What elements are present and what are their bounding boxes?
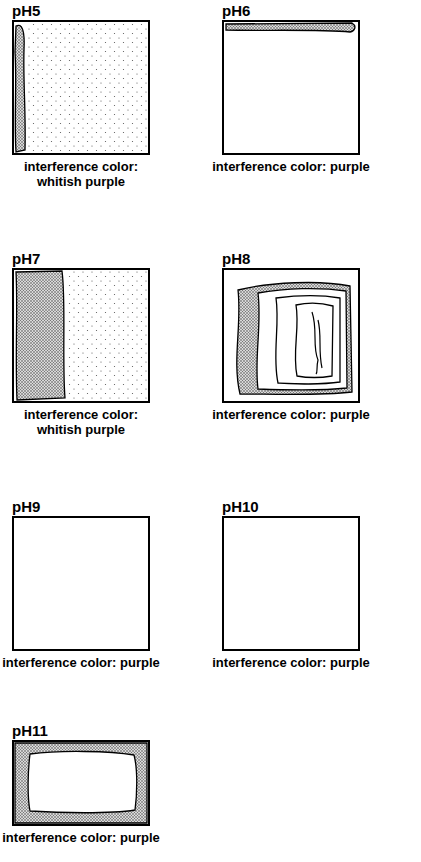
ph-label: pH6 [222, 2, 360, 20]
interference-caption: interference color: purple [1, 655, 161, 670]
ph-label: pH9 [12, 498, 150, 516]
panel-square [12, 268, 150, 403]
ph6-pattern [226, 23, 355, 32]
interference-caption: interference color: whitish purple [1, 407, 161, 437]
ph-label: pH10 [222, 498, 360, 516]
ph-panel: pH6interference color: purple [222, 2, 360, 174]
ph-panel: pH11interference color: purple [12, 722, 150, 845]
ph-panel: pH7interference color: whitish purple [12, 250, 150, 437]
ph-label: pH11 [12, 722, 150, 740]
interference-caption: interference color: whitish purple [1, 159, 161, 189]
interference-caption: interference color: purple [211, 655, 371, 670]
panel-square [12, 740, 150, 826]
ph-panel: pH5interference color: whitish purple [12, 2, 150, 189]
panel-square [12, 20, 150, 155]
panel-square [12, 516, 150, 651]
panel-square [222, 516, 360, 651]
ph-panel: pH10interference color: purple [222, 498, 360, 670]
ph8-pattern [237, 283, 352, 395]
ph-panel: pH8interference color: purple [222, 250, 360, 422]
ph-label: pH5 [12, 2, 150, 20]
panel-square [222, 268, 360, 403]
panel-square [222, 20, 360, 155]
ph-label: pH7 [12, 250, 150, 268]
ph5-pattern [15, 23, 147, 152]
interference-caption: interference color: purple [211, 159, 371, 174]
interference-caption: interference color: purple [1, 830, 161, 845]
ph-label: pH8 [222, 250, 360, 268]
interference-caption: interference color: purple [211, 407, 371, 422]
ph7-pattern [16, 271, 147, 400]
ph11-pattern [15, 743, 147, 823]
ph-panel: pH9interference color: purple [12, 498, 150, 670]
